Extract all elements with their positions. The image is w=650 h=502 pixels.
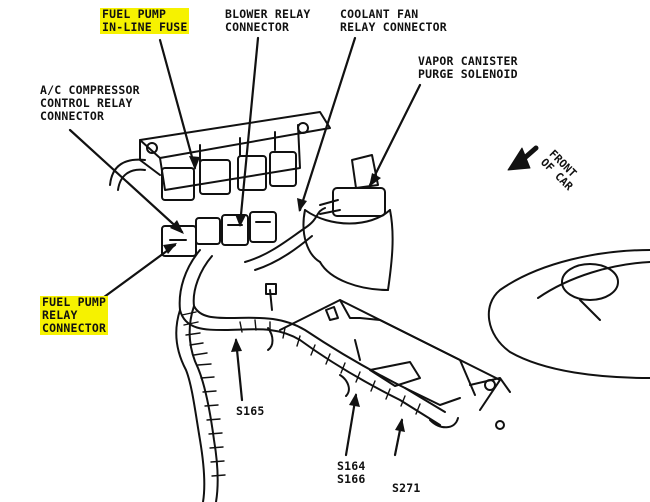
air-cleaner-housing — [487, 249, 650, 379]
relay-bracket — [139, 111, 331, 191]
fuel-pump-relay-connector-label: FUEL PUMP RELAY CONNECTOR — [40, 295, 109, 335]
blower-relay-connector-label: BLOWER RELAY CONNECTOR — [225, 7, 311, 34]
splice-s271-label: S271 — [392, 481, 421, 495]
leader-arrowheads — [163, 156, 405, 432]
lower-bracket — [265, 283, 511, 430]
coolant-fan-relay-connector-label: COOLANT FAN RELAY CONNECTOR — [340, 7, 447, 34]
fuel-pump-inline-fuse-label: FUEL PUMP IN-LINE FUSE — [100, 7, 190, 34]
leader-lines — [68, 36, 422, 457]
harness-ribbing — [181, 311, 421, 477]
splice-s164-s166-label: S164 S166 — [337, 459, 366, 486]
left-pipe — [109, 158, 146, 186]
vapor-canister-purge-solenoid-label: VAPOR CANISTER PURGE SOLENOID — [418, 54, 518, 81]
wiring-harness — [175, 207, 461, 502]
splice-s165-label: S165 — [236, 404, 265, 418]
vapor-canister — [302, 154, 394, 291]
relay-connectors — [161, 151, 297, 257]
ac-compressor-control-relay-connector-label: A/C COMPRESSOR CONTROL RELAY CONNECTOR — [40, 83, 140, 123]
